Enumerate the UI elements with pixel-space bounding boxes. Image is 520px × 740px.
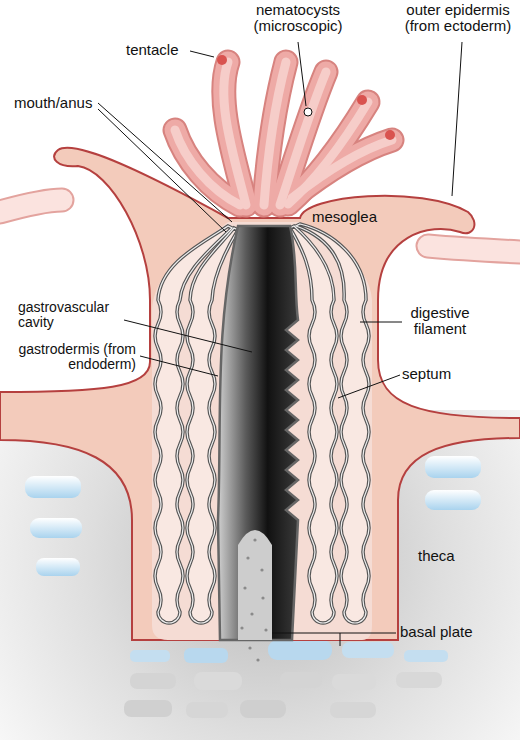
leader-line [298, 42, 306, 106]
tentacles [175, 55, 395, 205]
part-label: gastrovascular cavity [18, 300, 128, 330]
neighbor-tentacle-outline [0, 200, 62, 212]
tentacle-tip-mark [385, 130, 395, 140]
neighbor-tentacle [428, 246, 520, 252]
skeleton-block [36, 558, 80, 576]
leader-line [272, 633, 396, 634]
neighbor-tentacle [0, 200, 62, 212]
skeleton-dot [253, 538, 256, 541]
skeleton-block [330, 702, 376, 718]
part-label: outer epidermis (from ectoderm) [400, 2, 516, 34]
neighbor-tentacle-outline [428, 246, 520, 252]
skeleton-block [194, 672, 242, 690]
gastrovascular-cavity [218, 226, 298, 640]
skeleton-block [268, 640, 332, 660]
part-label: theca [418, 548, 455, 564]
skeleton-block [332, 674, 376, 690]
skeleton-block [425, 456, 481, 478]
columella [238, 530, 272, 640]
skeleton-block [425, 490, 481, 510]
skeleton-dot [264, 628, 267, 631]
leader-line [340, 633, 341, 646]
part-label: tentacle [126, 42, 179, 58]
skeleton-dot [246, 556, 249, 559]
basal-blocks [124, 640, 448, 718]
skeleton-block [342, 642, 394, 658]
tentacle-highlight [292, 140, 392, 198]
skeleton-block [184, 648, 228, 663]
skeleton-dot [256, 658, 259, 661]
part-label: mesoglea [312, 209, 377, 225]
tentacle-outline [224, 62, 246, 205]
skeleton-block [30, 518, 82, 538]
skeleton-dot [240, 626, 243, 629]
leader-line [124, 320, 252, 352]
skeleton-block [124, 700, 172, 717]
tentacle-tip-mark [217, 55, 227, 65]
leader-line [140, 356, 218, 376]
skeleton-dot [250, 612, 253, 615]
tentacle-tip-mark [357, 95, 367, 105]
leader-line [98, 103, 232, 222]
skeleton-block [280, 672, 322, 688]
skeleton-dots [240, 538, 267, 661]
gastrodermis-region [152, 222, 372, 640]
nematocyst-symbol [304, 108, 312, 116]
leader-line [452, 42, 462, 196]
part-label: mouth/anus [14, 95, 92, 111]
tentacle-highlight [224, 62, 246, 205]
skeleton-dot [248, 646, 251, 649]
leader-line [98, 109, 226, 232]
part-label: digestive filament [398, 305, 482, 337]
skeleton-block [240, 700, 286, 718]
septum-inner-line [296, 224, 369, 623]
leader-lines [98, 42, 462, 646]
skeleton-block [396, 672, 442, 688]
part-label: septum [402, 366, 451, 382]
leader-line [360, 322, 402, 323]
skeleton-dot [243, 586, 246, 589]
part-label: basal plate [400, 624, 473, 640]
skeleton-dot [261, 596, 264, 599]
polyp-body [0, 148, 520, 640]
leader-line [190, 51, 214, 57]
skeleton-block [130, 650, 170, 662]
skeleton-block [130, 673, 176, 689]
skeleton-dot [260, 568, 263, 571]
skeleton-block [25, 476, 81, 498]
tentacle [224, 62, 246, 205]
part-label: gastrodermis (from endoderm) [14, 342, 136, 372]
leader-line [338, 375, 400, 398]
skeleton-block [186, 702, 228, 718]
part-label: nematocysts (microscopic) [238, 2, 358, 34]
skeleton-block [404, 650, 448, 662]
